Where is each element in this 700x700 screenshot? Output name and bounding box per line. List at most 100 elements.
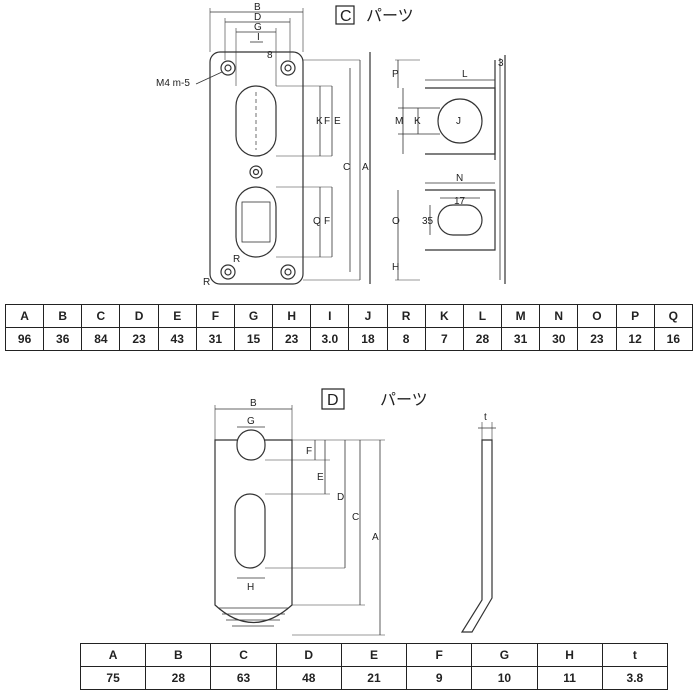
part-d-box-letter: D: [327, 392, 339, 409]
table-value-cell: 31: [195, 327, 235, 351]
table-value-cell: 3.8: [601, 666, 669, 690]
table-header-cell: A: [4, 304, 45, 328]
part-d-middle-slot: [234, 493, 266, 569]
label-c-J: J: [456, 116, 461, 127]
part-d-side-view: [460, 422, 496, 633]
table-value-cell: 36: [43, 327, 83, 351]
table-header-cell: O: [577, 304, 617, 328]
part-c-box-letter: C: [340, 8, 352, 25]
label-c-N: N: [456, 173, 463, 184]
label-d-C: C: [352, 512, 359, 523]
label-c-I: I: [257, 32, 260, 43]
table-header-cell: G: [471, 643, 538, 667]
label-c-L: L: [462, 69, 468, 80]
table-header-cell: F: [195, 304, 235, 328]
label-d-E: E: [317, 472, 324, 483]
part-c-side-slot: [437, 204, 483, 236]
part-c-side-view: [369, 52, 506, 284]
label-c-H: Q: [313, 216, 321, 227]
label-c-Q: H: [392, 262, 399, 273]
label-d-t: t: [484, 412, 487, 423]
table-header-cell: G: [233, 304, 274, 328]
part-d-dimension-table: A B C D E F G H t 75 28 63 48 21 9 10 11…: [79, 643, 669, 690]
part-d-top-slot: [236, 429, 266, 461]
table-header-cell: E: [157, 304, 197, 328]
table-value-cell: 21: [340, 666, 408, 690]
label-d-A: A: [372, 532, 379, 543]
table-value-cell: 10: [471, 666, 538, 690]
table-value-cell: 48: [275, 666, 342, 690]
label-d-B: B: [250, 398, 257, 409]
label-c-K2: K: [414, 116, 421, 127]
label-c-A: A: [362, 162, 369, 173]
table-value-cell: 30: [539, 327, 579, 351]
table-value-cell: 9: [406, 666, 473, 690]
table-value-cell: 84: [81, 327, 121, 351]
label-c-K: K: [316, 116, 323, 127]
table-value-cell: 12: [615, 327, 655, 351]
table-header-cell: B: [43, 304, 83, 328]
table-header-cell: t: [601, 643, 669, 667]
label-c-E: E: [334, 116, 341, 127]
part-c-lower-hook: [425, 189, 496, 251]
table-header-cell: Q: [653, 304, 694, 328]
label-c-C: C: [343, 162, 350, 173]
table-header-cell: B: [145, 643, 212, 667]
label-c-8: 8: [267, 50, 273, 61]
part-c-front-view: [195, 8, 361, 285]
part-c-keyhole: [437, 98, 483, 144]
table-value-row: 96 36 84 23 43 31 15 23 3.0 18 8 7 28 31…: [4, 327, 694, 351]
table-header-cell: C: [81, 304, 121, 328]
part-c-upper-hook: [425, 87, 496, 155]
part-c-title: パーツ: [366, 8, 414, 25]
part-c-hole: [220, 264, 236, 280]
table-header-cell: J: [348, 304, 388, 328]
label-c-35: 35: [422, 216, 434, 227]
table-value-cell: 3.0: [310, 327, 350, 351]
table-value-cell: 28: [145, 666, 212, 690]
part-d-box-frame: [321, 388, 345, 410]
part-d-side-profile: [460, 439, 493, 633]
table-header-cell: D: [275, 643, 342, 667]
label-c-D: D: [254, 12, 261, 23]
label-d-H: H: [247, 582, 254, 593]
table-header-cell: E: [340, 643, 408, 667]
table-value-row: 75 28 63 48 21 9 10 11 3.8: [79, 666, 669, 690]
part-c-upper-slot: [235, 85, 277, 157]
table-header-cell: I: [310, 304, 350, 328]
label-c-R: R: [203, 277, 210, 288]
table-value-cell: 96: [4, 327, 45, 351]
label-c-M: M: [395, 116, 403, 127]
table-header-row: A B C D E F G H I J R K L M N O P Q: [4, 304, 694, 328]
part-c-dimension-table: A B C D E F G H I J R K L M N O P Q 96 3…: [4, 304, 694, 351]
table-header-row: A B C D E F G H t: [79, 643, 669, 667]
label-c-G: G: [254, 22, 262, 33]
part-c-hole: [220, 60, 236, 76]
part-c-box-frame: [335, 5, 355, 25]
table-value-cell: 31: [501, 327, 541, 351]
table-header-cell: H: [272, 304, 312, 328]
label-d-F: F: [306, 446, 312, 457]
table-header-cell: K: [424, 304, 464, 328]
table-header-cell: C: [210, 643, 277, 667]
screw-label: M4 m-5: [156, 78, 190, 89]
part-d-title: パーツ: [380, 392, 428, 409]
table-header-cell: R: [386, 304, 426, 328]
table-value-cell: 7: [424, 327, 464, 351]
part-c-hole: [280, 60, 296, 76]
label-c-P: P: [392, 69, 399, 80]
table-value-cell: 16: [653, 327, 694, 351]
label-c-R2: R: [233, 254, 240, 265]
part-c-plate-outline: [209, 51, 304, 285]
table-value-cell: 63: [210, 666, 277, 690]
label-c-F2: F: [324, 216, 330, 227]
part-c-hole: [280, 264, 296, 280]
table-header-cell: F: [406, 643, 473, 667]
table-value-cell: 28: [462, 327, 503, 351]
label-c-F: F: [324, 116, 330, 127]
table-value-cell: 23: [119, 327, 159, 351]
table-value-cell: 75: [79, 666, 147, 690]
label-c-17: 17: [454, 196, 466, 207]
table-header-cell: A: [79, 643, 147, 667]
